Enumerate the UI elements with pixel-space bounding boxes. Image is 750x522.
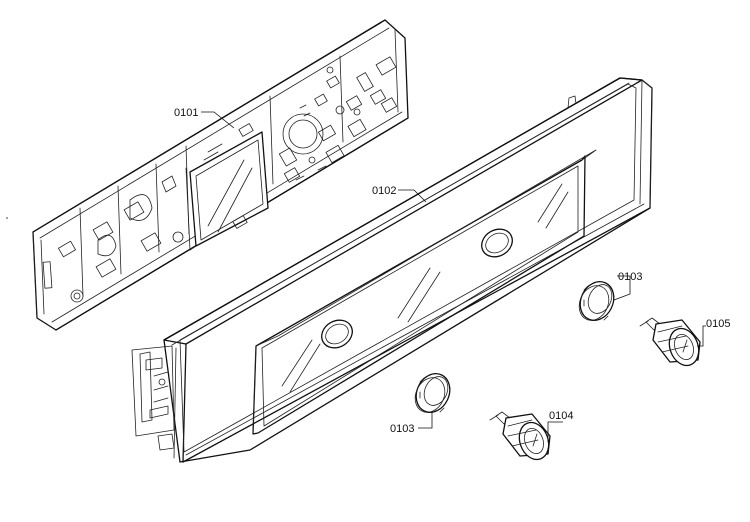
callout-label-0101: 0101 — [174, 107, 198, 119]
knob-ring-part-0103-lower — [414, 373, 451, 413]
callout-0104: 0104 — [547, 410, 573, 442]
stray-dot — [6, 217, 8, 219]
callout-0105: 0105 — [697, 318, 730, 347]
callout-label-0102: 0102 — [372, 185, 396, 197]
callout-label-0105: 0105 — [706, 318, 730, 330]
control-knob-part-0104 — [489, 411, 551, 461]
callout-0103-upper: 0103 — [613, 271, 642, 301]
control-knob-part-0105 — [639, 317, 701, 367]
callout-label-0103-lower: 0103 — [390, 423, 414, 435]
control-module-part-0101 — [32, 19, 409, 331]
knob-ring-part-0103-upper — [578, 281, 615, 321]
callout-0103-lower: 0103 — [390, 412, 433, 435]
callout-0101: 0101 — [174, 107, 235, 129]
callout-0102: 0102 — [372, 185, 427, 203]
front-panel-part-0102 — [131, 77, 653, 463]
callout-label-0104: 0104 — [549, 410, 573, 422]
callout-label-0103-upper: 0103 — [618, 271, 642, 283]
